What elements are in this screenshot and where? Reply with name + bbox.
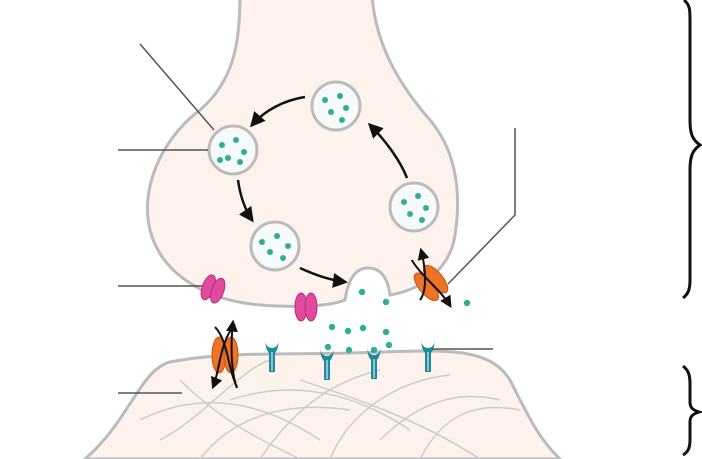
presynaptic-brace	[682, 0, 702, 300]
synaptic-vesicle	[207, 124, 259, 176]
vesicle-cycle-arrows	[236, 95, 409, 288]
synaptic-vesicle	[388, 181, 440, 233]
synaptic-vesicle	[310, 80, 362, 132]
autoreceptor	[200, 274, 226, 304]
neurotransmitter-molecules	[324, 288, 471, 354]
label-leader-lines	[118, 43, 516, 394]
postsynaptic-neuron	[82, 349, 563, 459]
postsynaptic-brace	[682, 364, 702, 457]
synaptic-vesicle	[249, 220, 301, 272]
autoreceptor	[294, 292, 318, 322]
reuptake-transporter	[410, 259, 452, 309]
presynaptic-terminal	[145, 0, 460, 308]
cytoskeleton-filaments	[139, 359, 521, 459]
